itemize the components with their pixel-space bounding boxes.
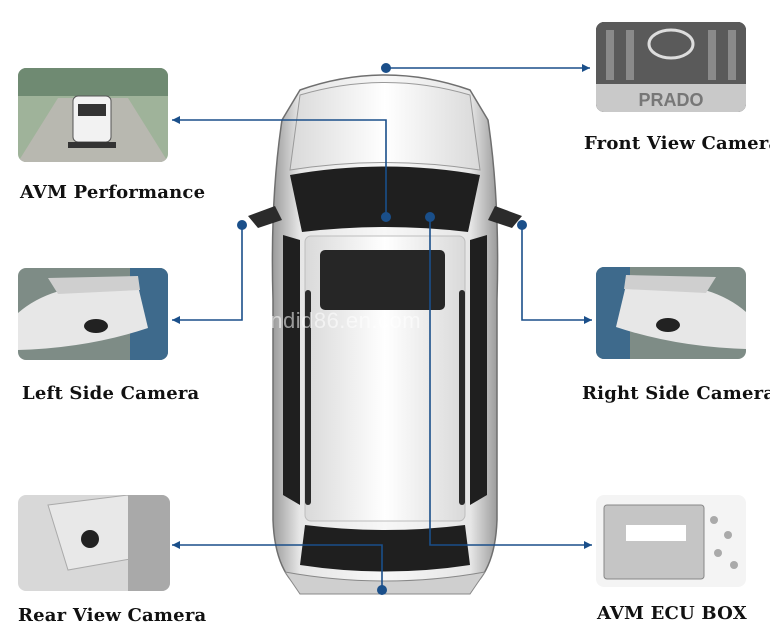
ecu-box-connector-dot xyxy=(425,212,435,222)
avm-ecu-box-label: AVM ECU BOX xyxy=(597,603,747,624)
car-rear-bumper xyxy=(283,571,487,595)
avm-performance-connector-dot xyxy=(381,212,391,222)
avm-performance-thumbnail xyxy=(18,68,168,162)
front-view-camera-thumbnail: PRADO xyxy=(596,22,746,112)
avm-performance-label: AVM Performance xyxy=(20,182,206,203)
rear-camera-connector-arrowhead xyxy=(172,541,180,549)
right-camera-connector-dot xyxy=(517,220,527,230)
left-side-camera-thumbnail xyxy=(18,268,168,360)
rear-view-camera-thumbnail xyxy=(18,495,170,591)
car-roof-rail-right xyxy=(459,290,465,505)
right-camera-connector-arrowhead xyxy=(584,316,592,324)
rear-camera-connector-dot xyxy=(377,585,387,595)
car-hood xyxy=(289,82,481,171)
car-sunroof xyxy=(320,250,445,310)
car-left-windows xyxy=(283,235,300,505)
left-camera-connector-arrowhead xyxy=(172,316,180,324)
right-side-camera-label: Right Side Camera xyxy=(582,383,770,404)
ecu-box-connector-arrowhead xyxy=(584,541,592,549)
front-camera-connector-arrowhead xyxy=(582,64,590,72)
car-right-mirror xyxy=(488,206,522,228)
right-camera-connector xyxy=(521,225,592,321)
left-camera-connector-dot xyxy=(237,220,247,230)
car-left-mirror xyxy=(248,206,282,228)
car-rear-window xyxy=(300,525,470,572)
right-side-camera-thumbnail xyxy=(596,267,746,359)
left-camera-connector xyxy=(172,225,243,321)
ecu-box-connector xyxy=(429,217,592,546)
car-roof-rail-left xyxy=(305,290,311,505)
front-badge-text: PRADO xyxy=(638,90,703,110)
avm-ecu-box-thumbnail xyxy=(596,495,746,587)
rear-camera-connector xyxy=(172,544,383,590)
avm-performance-connector-arrowhead xyxy=(172,116,180,124)
car-right-windows xyxy=(470,235,487,505)
watermark: candid86.en.com xyxy=(246,308,422,333)
front-view-camera-label: Front View Camera xyxy=(584,133,770,154)
front-camera-connector-dot xyxy=(381,63,391,73)
avm-performance-connector xyxy=(172,119,387,217)
left-side-camera-label: Left Side Camera xyxy=(22,383,200,404)
rear-view-camera-label: Rear View Camera xyxy=(18,605,207,626)
